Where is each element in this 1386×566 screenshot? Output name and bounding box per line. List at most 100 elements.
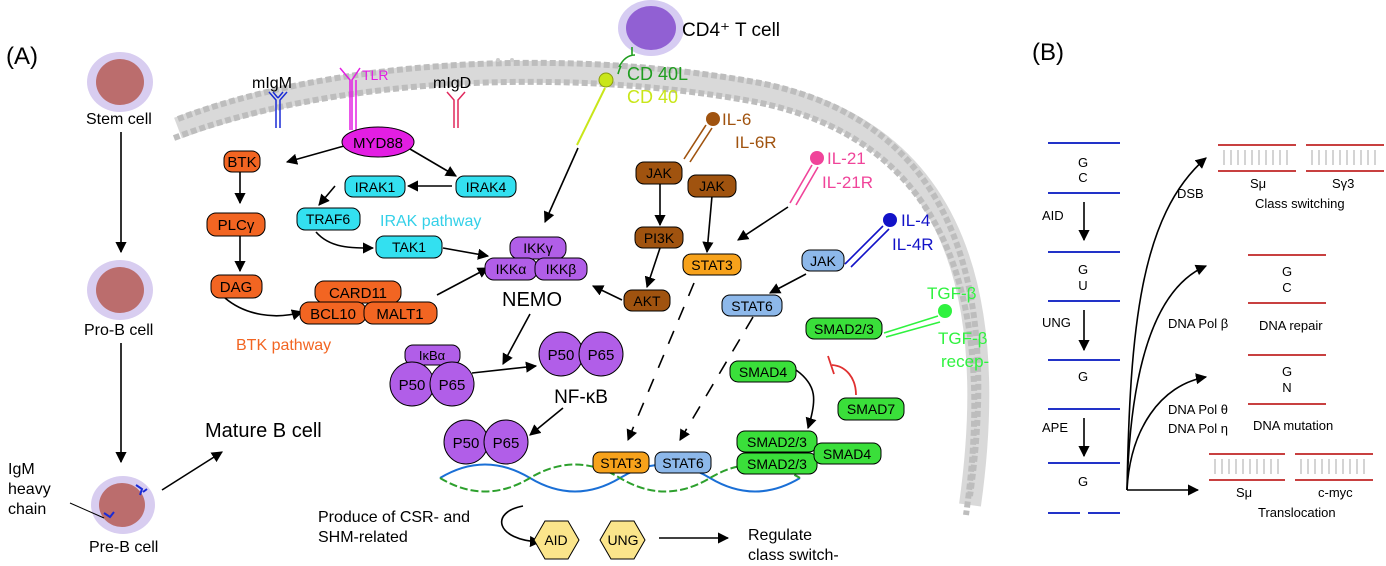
dna-repair-label: DNA repair <box>1259 318 1323 333</box>
p50-label-2: P50 <box>548 347 575 364</box>
dna-mutation-label: DNA mutation <box>1253 418 1333 433</box>
igm-label-3: chain <box>8 501 46 518</box>
pro-b-cell <box>87 260 153 320</box>
smad23c-label: SMAD2/3 <box>747 456 807 472</box>
smad7-inhibition <box>827 355 857 396</box>
pre-b-cell-label: Pre-B cell <box>89 539 158 556</box>
dag-label: DAG <box>220 279 253 296</box>
tlr-receptor <box>339 67 361 130</box>
tgfb-receptor <box>883 304 952 338</box>
tgfbr-label-1: TGF-β <box>938 329 988 348</box>
irak1-label: IRAK1 <box>355 179 396 195</box>
stat3a-label: STAT3 <box>691 257 733 273</box>
migm-label: mIgM <box>252 75 292 92</box>
il4-receptor <box>844 213 897 268</box>
cd40-label: CD 40 <box>627 87 678 107</box>
pro-b-cell-label: Pro-B cell <box>84 322 153 339</box>
cd40l-label: CD 40L <box>627 64 688 84</box>
panel-a-label: (A) <box>6 43 38 70</box>
smad4a-label: SMAD4 <box>739 364 787 380</box>
smad23b-label: SMAD2/3 <box>747 434 807 450</box>
migm-receptor <box>268 91 288 128</box>
igm-label-1: IgM <box>8 461 35 478</box>
step3-g: G <box>1078 369 1088 384</box>
tgfbr-label-2: recep- <box>941 352 989 371</box>
il21-label: IL-21 <box>827 149 866 168</box>
dna-rungs <box>1214 150 1376 474</box>
step1-c: C <box>1078 170 1087 185</box>
ikkb-label: IKKβ <box>546 261 577 277</box>
jak1-label: JAK <box>646 165 672 181</box>
nodes-layer: MYD88 BTK PLCγ DAG CARD11 BCL10 MALT1 IR… <box>206 126 905 560</box>
sg3-label: Sγ3 <box>1332 176 1354 191</box>
regulate-label-1: Regulate <box>748 527 812 544</box>
translocation-dashes <box>626 282 754 442</box>
p50-label-3: P50 <box>453 435 480 452</box>
igm-pointer-line <box>69 502 105 519</box>
il6r-label: IL-6R <box>735 133 777 152</box>
irak-pathway-label: IRAK pathway <box>380 213 481 230</box>
step4-g: G <box>1078 474 1088 489</box>
cd4-t-cell-label: CD4⁺ T cell <box>682 20 780 41</box>
step-aid-label: AID <box>1042 208 1064 223</box>
akt-label: AKT <box>633 293 661 309</box>
produce-label-2: SHM-related <box>318 529 408 546</box>
bcl10-label: BCL10 <box>310 306 356 323</box>
mutation-n: N <box>1282 380 1291 395</box>
step2-u: U <box>1078 278 1087 293</box>
stat3b-label: STAT3 <box>600 455 642 471</box>
mature-b-cell-label: Mature B cell <box>205 420 322 442</box>
ikkg-label: IKKγ <box>523 240 553 256</box>
tlr-label: TLR <box>362 67 388 83</box>
tak1-label: TAK1 <box>392 239 426 255</box>
traf6-label: TRAF6 <box>306 211 351 227</box>
outcome-dna <box>1209 144 1384 481</box>
smad4b-label: SMAD4 <box>823 446 871 462</box>
plcg-label: PLCγ <box>218 217 255 234</box>
repair-c: C <box>1282 280 1291 295</box>
ikba-label: IκBα <box>419 348 446 363</box>
pre-b-cell <box>91 476 155 534</box>
dna-pol-eta-label: DNA Pol η <box>1168 421 1228 436</box>
p65-label-2: P65 <box>588 347 615 364</box>
nemo-label: NEMO <box>502 289 562 311</box>
smad23a-label: SMAD2/3 <box>814 321 874 337</box>
step-ung-label: UNG <box>1042 315 1071 330</box>
cd40l-ligand <box>617 47 636 75</box>
panel-b-steps: G C AID G U UNG G APE G <box>1042 142 1120 514</box>
dna-pol-b-label: DNA Pol β <box>1168 316 1228 331</box>
p65-label-1: P65 <box>439 377 466 394</box>
step-ape-label: APE <box>1042 420 1068 435</box>
ikka-label: IKKα <box>496 261 527 277</box>
step1-g: G <box>1078 155 1088 170</box>
myd88-label: MYD88 <box>353 135 403 152</box>
migd-receptor <box>446 91 466 128</box>
stem-cell <box>87 52 153 112</box>
panel-b-label: (B) <box>1032 39 1064 66</box>
cell-membrane <box>172 59 990 516</box>
ung-hex-label: UNG <box>607 532 638 548</box>
jak3-label: JAK <box>810 253 836 269</box>
smu-label-2: Sμ <box>1236 485 1252 500</box>
btk-pathway-label: BTK pathway <box>236 337 331 354</box>
smad7-label: SMAD7 <box>847 401 895 417</box>
p65-label-3: P65 <box>493 435 520 452</box>
p50-label-1: P50 <box>399 377 426 394</box>
repair-g: G <box>1282 264 1292 279</box>
outcome-arrows <box>1126 157 1208 496</box>
il21r-label: IL-21R <box>822 173 873 192</box>
translocation-label: Translocation <box>1258 505 1336 520</box>
cmyc-label: c-myc <box>1318 485 1353 500</box>
migd-label: mIgD <box>433 75 471 92</box>
igm-label-2: heavy <box>8 481 51 498</box>
signaling-arrows <box>224 145 817 548</box>
stem-cell-label: Stem cell <box>86 111 152 128</box>
tgfb-label: TGF-β <box>927 284 977 303</box>
dsb-label: DSB <box>1177 186 1204 201</box>
smu-label-1: Sμ <box>1250 176 1266 191</box>
pi3k-label: PI3K <box>644 230 675 246</box>
malt1-label: MALT1 <box>376 306 423 323</box>
stat6a-label: STAT6 <box>731 298 773 314</box>
il21-receptor <box>789 151 824 206</box>
